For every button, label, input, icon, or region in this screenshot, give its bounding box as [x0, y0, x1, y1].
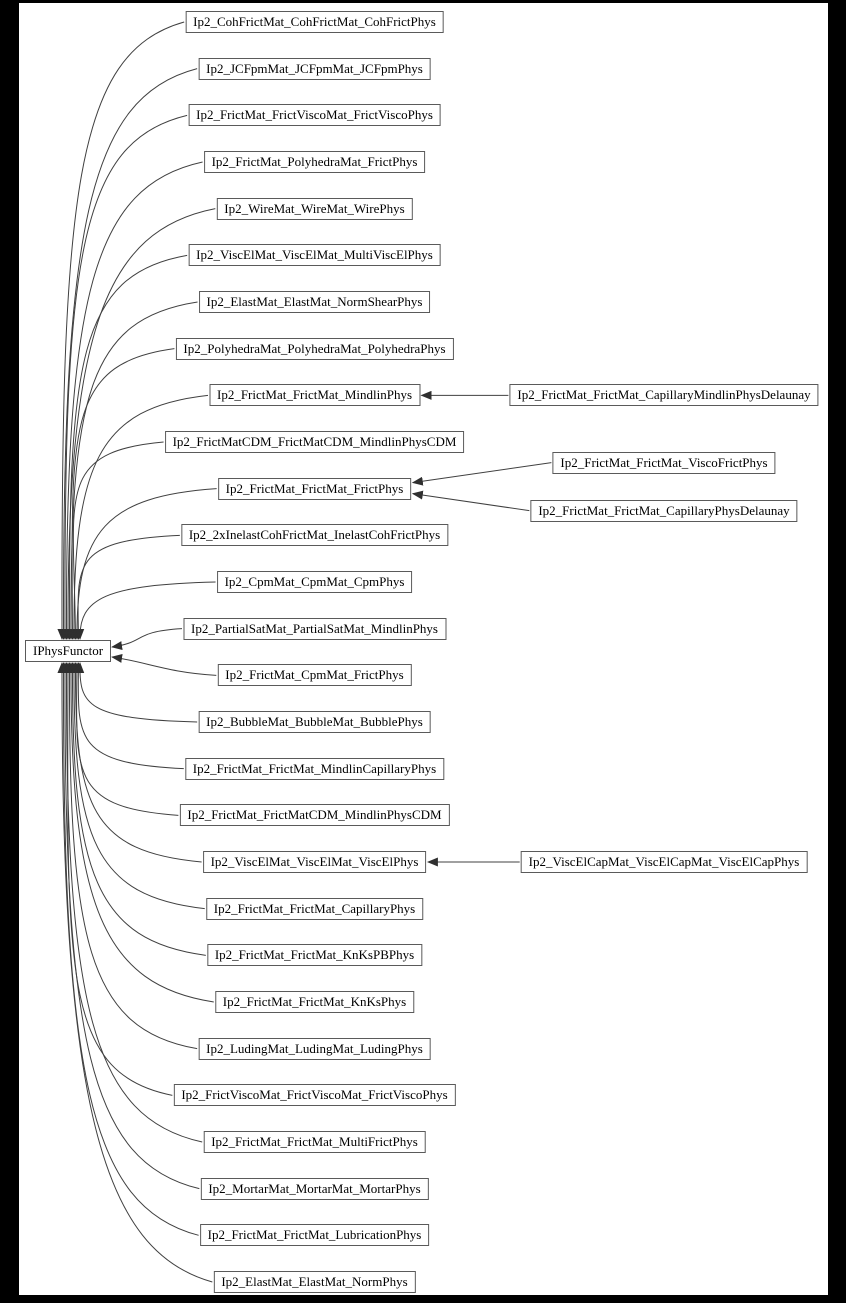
inheritance-edge — [58, 662, 199, 1236]
class-node[interactable]: Ip2_ElastMat_ElastMat_NormShearPhys — [198, 291, 431, 313]
inheritance-edge — [70, 441, 164, 640]
class-node[interactable]: Ip2_MortarMat_MortarMat_MortarPhys — [200, 1177, 429, 1200]
inheritance-edge — [64, 254, 188, 640]
class-node[interactable]: Ip2_ElastMat_ElastMat_NormPhys — [213, 1271, 416, 1293]
class-node[interactable]: Ip2_FrictViscoMat_FrictViscoMat_FrictVis… — [173, 1084, 456, 1107]
inheritance-edge — [67, 662, 206, 956]
class-node[interactable]: Ip2_FrictMat_FrictMat_LubricationPhys — [199, 1224, 430, 1247]
class-node[interactable]: Ip2_FrictMat_FrictViscoMat_FrictViscoPhy… — [188, 104, 441, 127]
class-node[interactable]: Ip2_WireMat_WireMat_WirePhys — [216, 197, 413, 220]
class-node[interactable]: Ip2_FrictMat_CpmMat_FrictPhys — [217, 664, 412, 687]
inheritance-edge — [58, 68, 198, 640]
class-node[interactable]: Ip2_ViscElCapMat_ViscElCapMat_ViscElCapP… — [520, 851, 808, 873]
inheritance-edge — [60, 114, 188, 640]
class-node[interactable]: Ip2_FrictMat_FrictMat_CapillaryPhysDelau… — [530, 499, 798, 522]
class-node[interactable]: Ip2_CohFrictMat_CohFrictMat_CohFrictPhys — [185, 11, 444, 33]
inheritance-edge — [111, 628, 183, 651]
class-node[interactable]: Ip2_FrictMat_FrictMat_MultiFrictPhys — [203, 1131, 426, 1153]
inheritance-edge — [61, 662, 203, 1143]
inheritance-edge — [72, 662, 179, 816]
inheritance-edge — [64, 662, 198, 1050]
inheritance-edge — [57, 662, 213, 1283]
class-node-root[interactable]: IPhysFunctor — [25, 640, 112, 662]
class-node[interactable]: Ip2_FrictMat_FrictMat_MindlinPhys — [209, 384, 420, 407]
class-node[interactable]: Ip2_FrictMat_FrictMat_FrictPhys — [217, 477, 412, 500]
class-node[interactable]: Ip2_JCFpmMat_JCFpmMat_JCFpmPhys — [198, 57, 431, 80]
class-node[interactable]: Ip2_2xInelastCohFrictMat_InelastCohFrict… — [180, 524, 449, 547]
class-node[interactable]: Ip2_BubbleMat_BubbleMat_BubblePhys — [198, 711, 431, 733]
inheritance-edge — [411, 462, 552, 486]
class-node[interactable]: Ip2_FrictMat_FrictMat_CapillaryPhys — [205, 897, 424, 920]
class-node[interactable]: Ip2_ViscElMat_ViscElMat_ViscElPhys — [202, 851, 427, 873]
inheritance-edge — [69, 662, 205, 910]
class-node[interactable]: Ip2_FrictMat_FrictMat_CapillaryMindlinPh… — [509, 384, 819, 407]
class-node[interactable]: Ip2_PolyhedraMat_PolyhedraMat_PolyhedraP… — [175, 337, 454, 360]
diagram-canvas — [19, 3, 828, 1295]
inheritance-edge — [111, 653, 217, 676]
inheritance-edge — [69, 394, 209, 640]
inheritance-edge — [70, 662, 202, 863]
inheritance-edge — [66, 662, 214, 1003]
class-node[interactable]: Ip2_FrictMat_FrictMat_ViscoFrictPhys — [552, 451, 776, 474]
class-node[interactable]: Ip2_FrictMat_FrictMat_MindlinCapillaryPh… — [184, 757, 445, 780]
inheritance-edge — [57, 21, 185, 640]
class-node[interactable]: Ip2_FrictMat_FrictMatCDM_MindlinPhysCDM — [179, 804, 450, 827]
class-node[interactable]: Ip2_PartialSatMat_PartialSatMat_MindlinP… — [183, 617, 446, 640]
inheritance-edge — [411, 490, 530, 512]
class-node[interactable]: Ip2_FrictMatCDM_FrictMatCDM_MindlinPhysC… — [164, 431, 465, 453]
inheritance-edge — [75, 581, 216, 640]
class-node[interactable]: Ip2_ViscElMat_ViscElMat_MultiViscElPhys — [188, 244, 441, 267]
inheritance-edge — [73, 662, 184, 770]
inheritance-edge — [61, 161, 203, 640]
inheritance-edge — [60, 662, 200, 1190]
inheritance-edge — [73, 534, 180, 640]
class-node[interactable]: Ip2_FrictMat_FrictMat_KnKsPhys — [214, 991, 415, 1013]
class-node[interactable]: Ip2_CpmMat_CpmMat_CpmPhys — [216, 571, 413, 593]
class-node[interactable]: Ip2_LudingMat_LudingMat_LudingPhys — [198, 1037, 431, 1060]
inheritance-edge — [75, 662, 198, 723]
inheritance-edge — [67, 348, 175, 640]
class-node[interactable]: Ip2_FrictMat_PolyhedraMat_FrictPhys — [203, 151, 426, 173]
class-node[interactable]: Ip2_FrictMat_FrictMat_KnKsPBPhys — [206, 944, 423, 967]
